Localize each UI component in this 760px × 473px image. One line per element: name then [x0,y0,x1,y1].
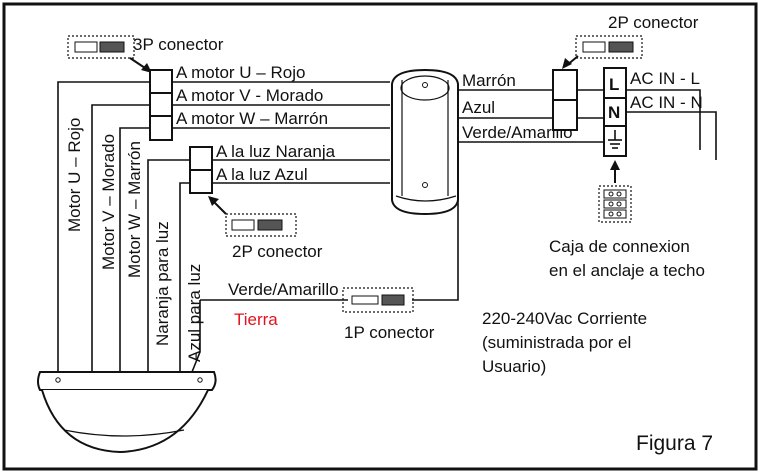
two-pin-light-connector-block [189,146,213,194]
junction-box-arrowhead [610,160,620,170]
two-pin-light-arrowhead [208,196,219,206]
supply-line2: (suministrada por el [482,333,631,352]
wire-label-green-yellow-lower: Verde/Amarillo [228,280,339,299]
terminal-block [603,67,627,157]
two-pin-top-connector-label: 2P conector [608,13,699,32]
three-pin-connector-icon [67,35,135,59]
two-pin-top-connector-icon [575,35,643,59]
wire-label-light-blue: A la luz Azul [216,165,308,184]
wire-label-motor-w: A motor W – Marrón [176,109,328,128]
vertical-label-motor-u: Motor U – Rojo [65,118,84,232]
two-pin-top-arrowhead [562,58,572,69]
three-pin-connector-label: 3P conector [133,35,224,54]
wire-label-brown: Marrón [462,71,516,90]
wire-label-motor-v: A motor V - Morado [176,86,323,105]
junction-box-line2: en el anclaje a techo [549,261,705,280]
terminal-neutral: N [608,103,620,122]
wire-label-motor-u: A motor U – Rojo [176,63,305,82]
two-pin-light-connector-icon [225,213,297,237]
two-pin-light-connector-label: 2P conector [232,242,323,261]
wire-label-light-orange: A la luz Naranja [216,142,336,161]
light-wires [212,159,390,184]
terminal-live: L [609,75,619,94]
vertical-label-blue: Azul para luz [185,264,204,362]
figure-label: Figura 7 [636,432,713,455]
supply-line1: 220-240Vac Corriente [482,309,647,328]
junction-box-line1: Caja de connexion [549,237,690,256]
earth-wire [200,142,459,301]
wire-label-blue: Azul [462,98,495,117]
motor-wires [172,81,390,129]
one-pin-connector-label: 1P conector [344,323,435,342]
receiver-box [391,68,459,216]
three-pin-connector-block [149,69,173,141]
junction-box-icon [598,185,632,223]
vertical-label-motor-w: Motor W – Marrón [125,141,144,278]
earth-label: Tierra [234,310,278,329]
ground-symbol-icon [608,130,622,149]
vertical-wires [57,81,201,373]
wire-label-green-yellow: Verde/Amarillo [462,123,573,142]
vertical-label-orange: Naranja para luz [153,221,172,346]
supply-line3: Usuario) [482,357,546,376]
terminal-ac-n-label: AC IN - N [630,93,703,112]
two-pin-top-connector-block [552,69,578,131]
terminal-ac-l-label: AC IN - L [630,69,700,88]
mains-wires [458,89,717,160]
vertical-label-motor-v: Motor V – Morado [99,134,118,270]
one-pin-connector-icon [342,287,414,313]
ceiling-canopy [37,371,217,454]
